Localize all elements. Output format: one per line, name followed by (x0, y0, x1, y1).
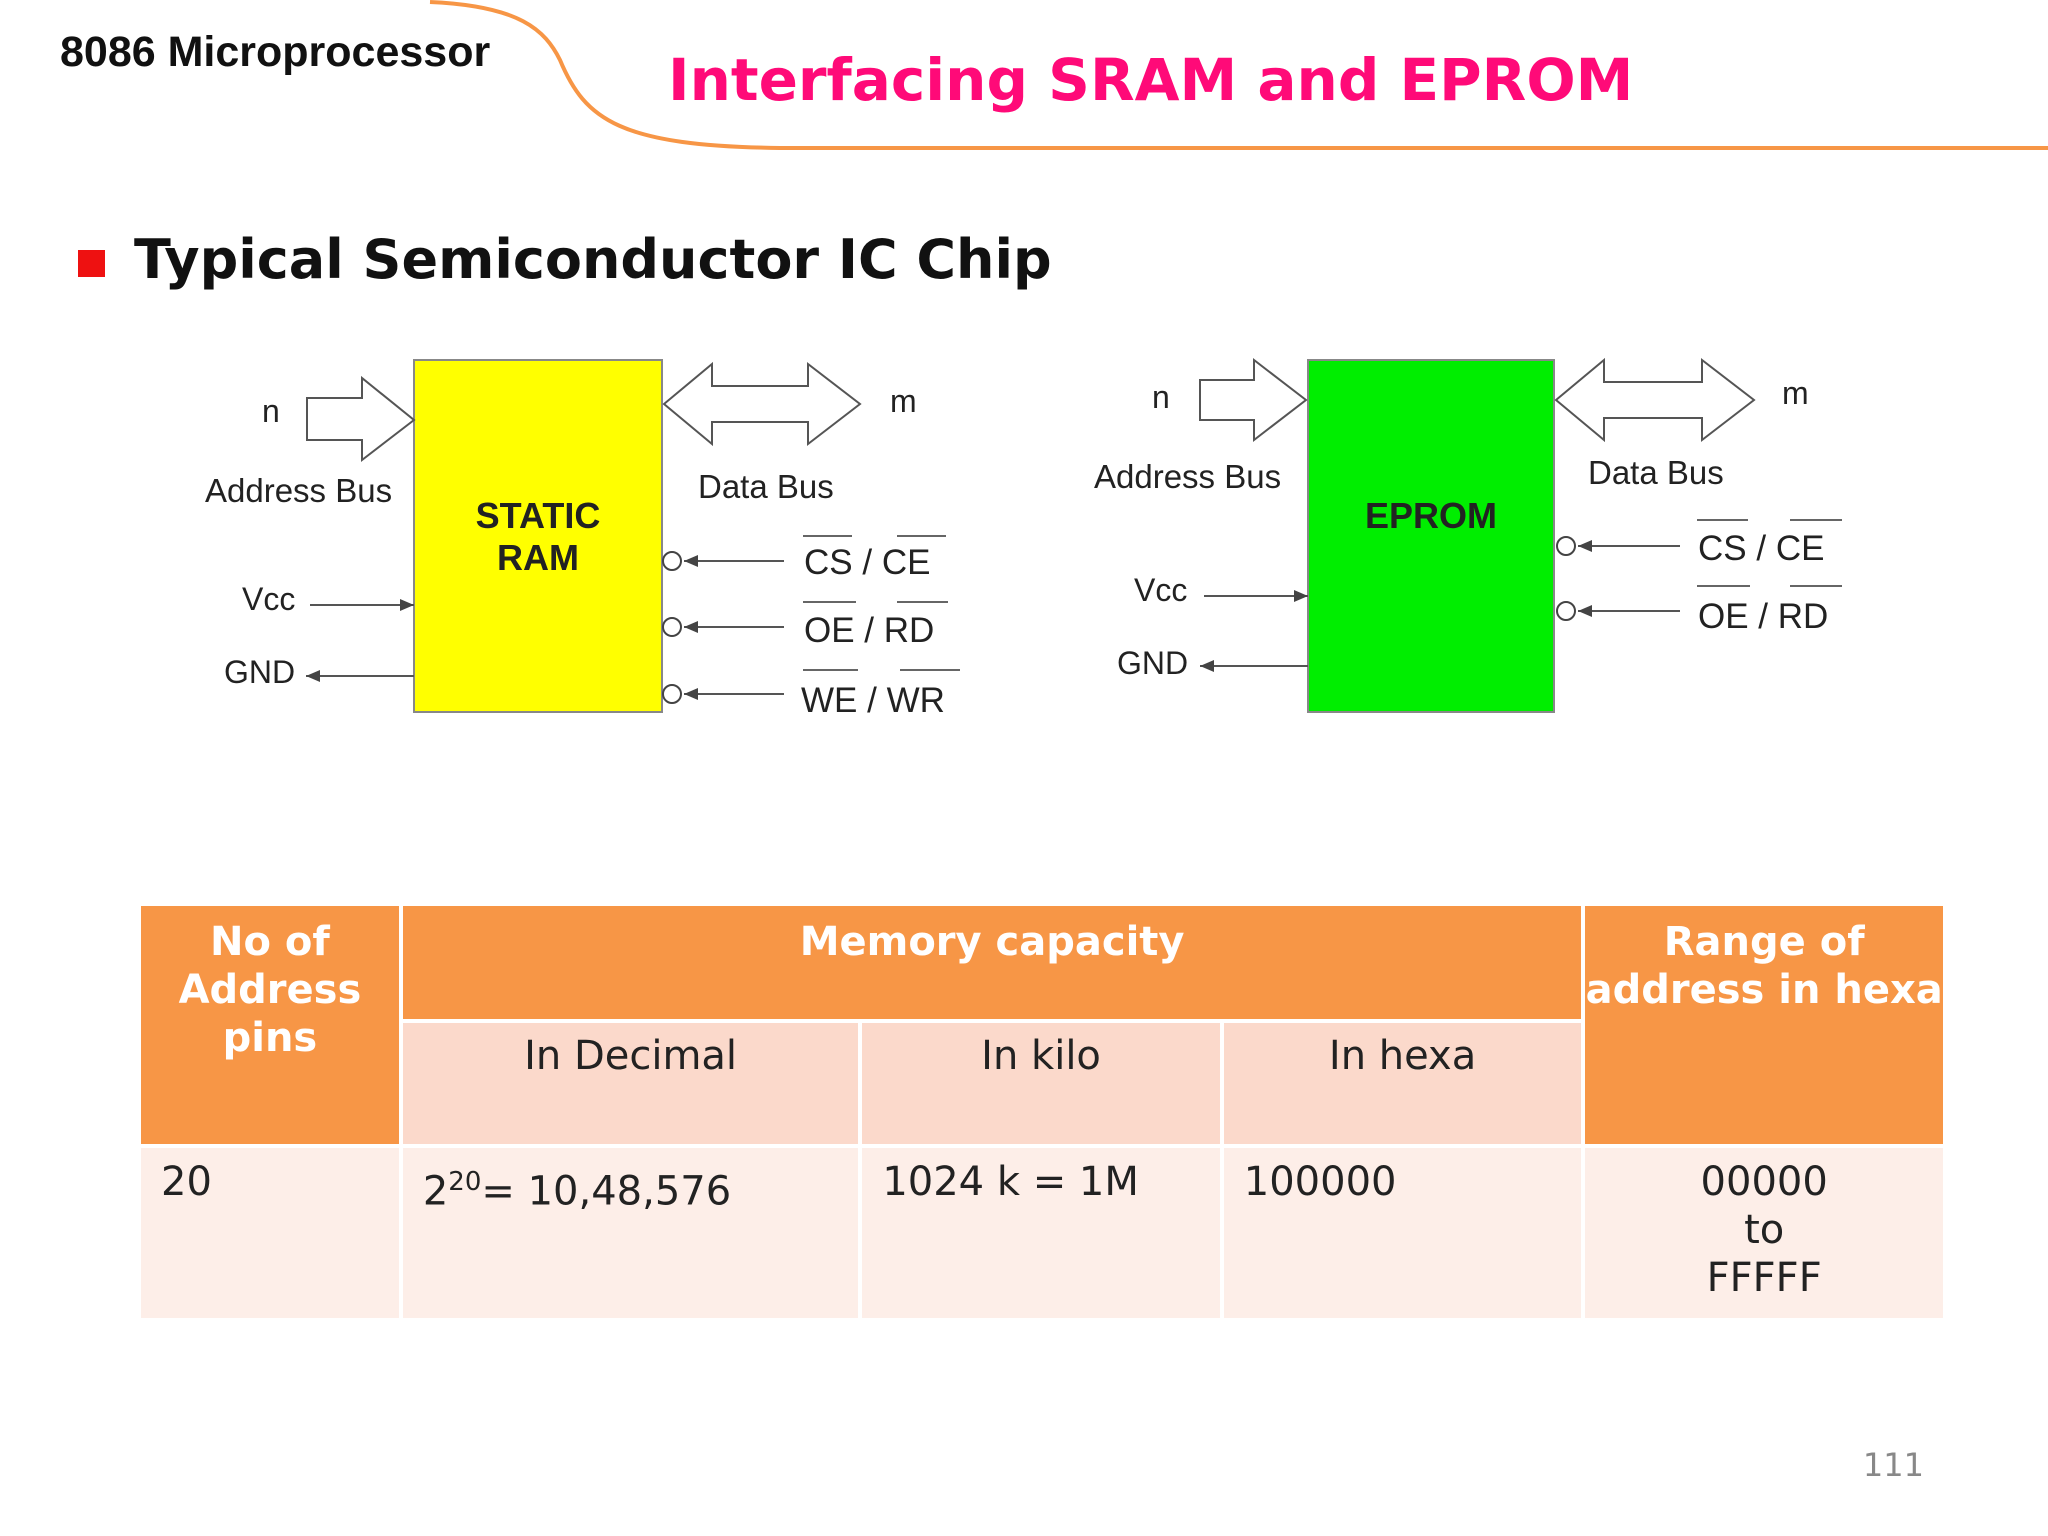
memory-table: No of Address pins Memory capacity Range… (137, 902, 1947, 1322)
eprom-chip-label: EPROM (1365, 495, 1497, 536)
bullet-square (78, 250, 105, 277)
cell-pins: 20 (141, 1148, 399, 1318)
sram-address-label: Address Bus (205, 472, 392, 509)
sram-signal-oe: OE / RD (662, 601, 948, 650)
sram-diagram: STATIC RAM n Address Bus m Data Bus Vcc … (205, 359, 960, 720)
eprom-data-width: m (1782, 375, 1809, 411)
svg-text:OE / RD: OE / RD (804, 611, 934, 650)
eprom-vcc-label: Vcc (1134, 572, 1187, 608)
eprom-signal-cs: CS / CE (1556, 519, 1842, 568)
sram-data-width: m (890, 383, 917, 419)
sram-data-label: Data Bus (698, 468, 834, 505)
sram-chip (413, 359, 663, 713)
sram-chip-label-2: RAM (497, 537, 579, 578)
eprom-diagram: EPROM n Address Bus m Data Bus Vcc GND C… (1094, 357, 1842, 713)
svg-text:OE / RD: OE / RD (1698, 597, 1828, 636)
eprom-address-width: n (1152, 379, 1170, 415)
eprom-signal-oe: OE / RD (1556, 585, 1842, 636)
header-memory-capacity: Memory capacity (402, 906, 1582, 1019)
eprom-gnd-label: GND (1117, 645, 1188, 681)
subheader-hexa: In hexa (1223, 1022, 1582, 1144)
course-name: 8086 Microprocessor (60, 28, 491, 76)
svg-text:WE / WR: WE / WR (801, 681, 945, 720)
header-swoosh (429, 0, 2048, 150)
eprom-data-arrow (1554, 357, 1756, 443)
subheader-decimal: In Decimal (402, 1022, 859, 1144)
eprom-chip (1307, 359, 1555, 713)
table-row: 20 220= 10,48,576 1024 k = 1M 100000 000… (141, 1148, 1943, 1318)
sram-signal-cs-a: CS (804, 543, 853, 582)
sram-vcc-label: Vcc (242, 581, 295, 617)
eprom-data-label: Data Bus (1588, 454, 1724, 491)
header-address-range: Range of address in hexa (1585, 906, 1943, 1144)
cell-range: 00000 to FFFFF (1585, 1148, 1943, 1318)
slide-title: Interfacing SRAM and EPROM (668, 46, 1634, 114)
sram-address-arrow (306, 375, 416, 463)
cell-decimal: 220= 10,48,576 (402, 1148, 859, 1318)
svg-text:CS / CE: CS / CE (1698, 529, 1824, 568)
header-address-pins: No of Address pins (141, 906, 399, 1144)
cell-hexa: 100000 (1223, 1148, 1582, 1318)
sram-signal-we: WE / WR (662, 669, 960, 720)
chip-diagrams: STATIC RAM n Address Bus m Data Bus Vcc … (205, 357, 1842, 720)
eprom-address-label: Address Bus (1094, 458, 1281, 495)
cell-kilo: 1024 k = 1M (862, 1148, 1220, 1318)
sram-chip-label-1: STATIC (476, 495, 601, 536)
page-number: 111 (1862, 1446, 1924, 1484)
sram-address-width: n (262, 393, 280, 429)
svg-text:CS / CE: CS / CE (804, 543, 930, 582)
sram-gnd-label: GND (224, 654, 295, 690)
section-heading: Typical Semiconductor IC Chip (134, 228, 1052, 291)
sram-data-arrow (662, 361, 862, 447)
table-subheader-row: In Decimal In kilo In hexa (141, 1022, 1943, 1144)
table-header-row: No of Address pins Memory capacity Range… (141, 906, 1943, 1144)
sram-signal-cs: CS / CE (662, 535, 946, 582)
eprom-address-arrow (1199, 357, 1308, 443)
subheader-kilo: In kilo (862, 1022, 1220, 1144)
